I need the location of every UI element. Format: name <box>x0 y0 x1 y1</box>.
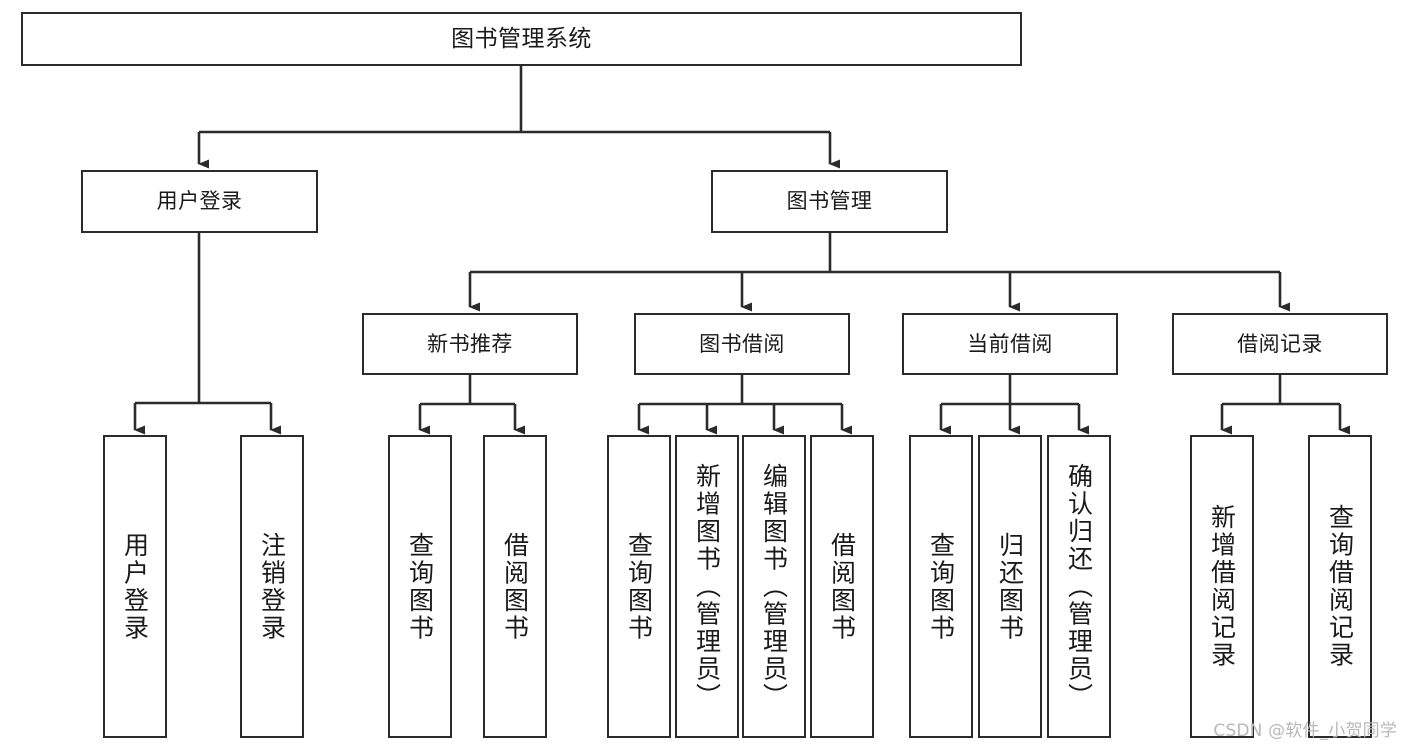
node-new-book-recommend[interactable]: 新书推荐 <box>362 313 578 375</box>
node-label: 新增借阅记录 <box>1207 504 1237 669</box>
node-label: 用户登录 <box>120 531 150 642</box>
leaf-current-return-book[interactable]: 归还图书 <box>978 435 1042 738</box>
node-label: 借阅图书 <box>500 531 530 642</box>
leaf-current-confirm-return-admin[interactable]: 确认归还（管理员） <box>1047 435 1111 738</box>
node-label: 编辑图书（管理员） <box>759 462 789 711</box>
watermark-text: CSDN @软件_小贺同学 <box>1213 721 1397 741</box>
node-label: 查询借阅记录 <box>1325 504 1355 669</box>
node-label: 新增图书（管理员） <box>692 462 722 711</box>
node-label: 确认归还（管理员） <box>1064 462 1094 711</box>
leaf-new-book-borrow[interactable]: 借阅图书 <box>483 435 547 738</box>
leaf-user-login-signin[interactable]: 用户登录 <box>103 435 167 738</box>
leaf-borrow-add-book-admin[interactable]: 新增图书（管理员） <box>675 435 739 738</box>
node-label: 当前借阅 <box>967 331 1053 356</box>
node-label: 查询图书 <box>405 531 435 642</box>
leaf-borrow-query-book[interactable]: 查询图书 <box>607 435 671 738</box>
node-current-borrow[interactable]: 当前借阅 <box>902 313 1118 375</box>
node-label: 图书借阅 <box>699 331 785 356</box>
node-user-login[interactable]: 用户登录 <box>81 170 318 233</box>
node-label: 用户登录 <box>156 189 243 214</box>
leaf-current-query-book[interactable]: 查询图书 <box>909 435 973 738</box>
node-label: 查询图书 <box>624 531 654 642</box>
node-label: 注销登录 <box>257 531 287 642</box>
node-borrow-record[interactable]: 借阅记录 <box>1172 313 1388 375</box>
leaf-user-login-signout[interactable]: 注销登录 <box>240 435 304 738</box>
node-root-system[interactable]: 图书管理系统 <box>21 12 1022 66</box>
leaf-record-add[interactable]: 新增借阅记录 <box>1190 435 1254 738</box>
node-label: 新书推荐 <box>427 331 513 356</box>
leaf-new-book-query[interactable]: 查询图书 <box>388 435 452 738</box>
node-label: 归还图书 <box>995 531 1025 642</box>
node-label: 借阅图书 <box>827 531 857 642</box>
node-label: 图书管理 <box>786 189 873 214</box>
node-label: 图书管理系统 <box>451 25 592 52</box>
node-label: 查询图书 <box>926 531 956 642</box>
node-book-management[interactable]: 图书管理 <box>711 170 948 233</box>
node-book-borrow[interactable]: 图书借阅 <box>634 313 850 375</box>
leaf-borrow-borrow-book[interactable]: 借阅图书 <box>810 435 874 738</box>
node-label: 借阅记录 <box>1237 331 1323 356</box>
leaf-borrow-edit-book-admin[interactable]: 编辑图书（管理员） <box>742 435 806 738</box>
leaf-record-query[interactable]: 查询借阅记录 <box>1308 435 1372 738</box>
